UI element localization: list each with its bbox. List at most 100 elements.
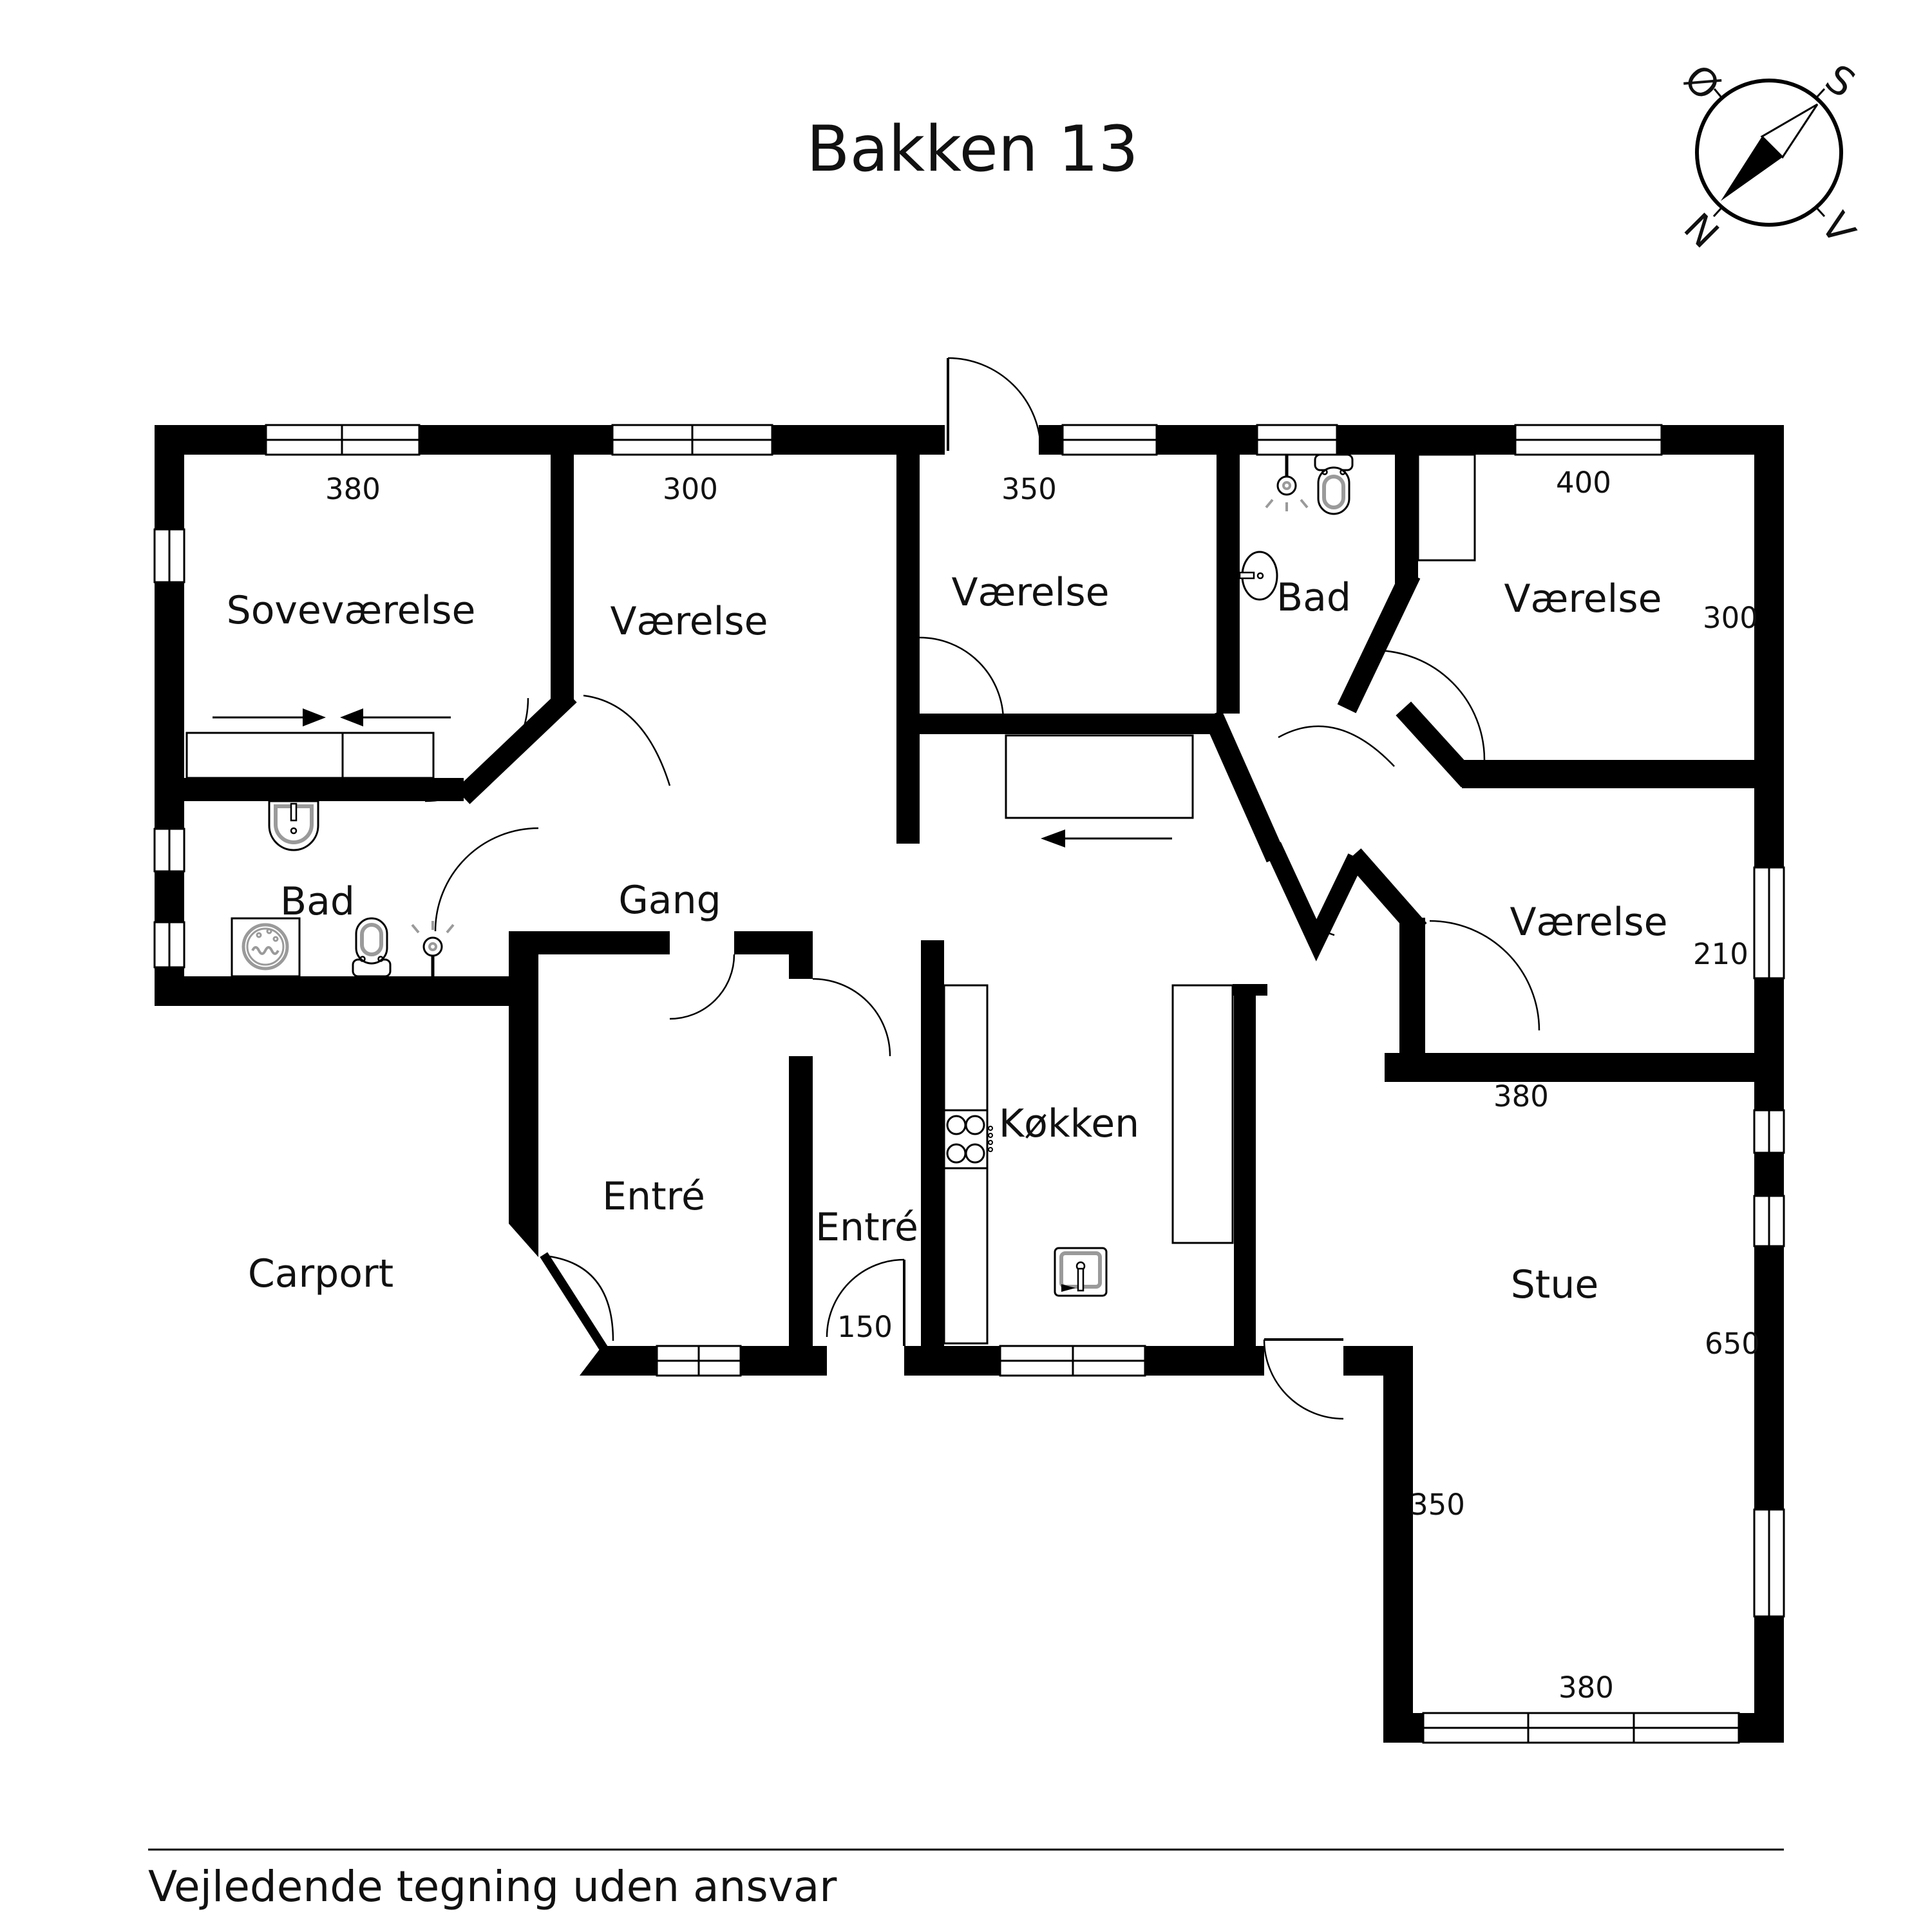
measurement-210-right: 210 bbox=[1693, 937, 1748, 971]
door-arc-icon bbox=[947, 357, 1042, 451]
wall-v350-bad bbox=[1217, 455, 1240, 714]
room-label-vaerelse-e: Værelse bbox=[1510, 900, 1667, 945]
wall-gang-bottom-b bbox=[734, 931, 813, 954]
wardrobe-icon bbox=[1417, 453, 1476, 562]
wall-stue-left bbox=[1383, 1346, 1413, 1743]
fixtures bbox=[185, 453, 1476, 1345]
door-arc-icon bbox=[424, 697, 529, 802]
window-icon bbox=[999, 1345, 1146, 1377]
room-label-entre-m: Entré bbox=[815, 1205, 918, 1250]
door-arc-icon bbox=[812, 978, 891, 1057]
door-arc-icon bbox=[1275, 856, 1335, 936]
window-icon bbox=[153, 528, 185, 583]
door-arc-icon bbox=[540, 1252, 614, 1352]
compass-tick-ne bbox=[1816, 88, 1826, 98]
jamb-hall-south bbox=[1264, 842, 1365, 961]
windows bbox=[153, 424, 1785, 1744]
wall-v350-bottom bbox=[920, 714, 1217, 734]
window-icon bbox=[1514, 424, 1663, 456]
door-arc-icon bbox=[669, 954, 735, 1020]
wall-entre-koekken bbox=[921, 940, 944, 1346]
footer-disclaimer: Vejledende tegning uden ansvar bbox=[148, 1862, 837, 1911]
room-label-carport: Carport bbox=[248, 1251, 393, 1296]
toilet-icon bbox=[352, 917, 392, 978]
measurement-150-door: 150 bbox=[837, 1310, 893, 1344]
window-icon bbox=[1422, 1712, 1740, 1744]
room-label-vaerelse-ne: Værelse bbox=[1504, 576, 1662, 621]
page-title: Bakken 13 bbox=[806, 113, 1139, 186]
window-icon bbox=[153, 921, 185, 969]
room-label-stue: Stue bbox=[1511, 1262, 1599, 1307]
room-label-bad-n: Bad bbox=[1276, 575, 1351, 620]
compass-tick-nw bbox=[1713, 88, 1722, 97]
jamb-entrance-sw bbox=[580, 1346, 602, 1376]
toilet-icon bbox=[1314, 453, 1354, 515]
measurement-380-mid: 380 bbox=[1493, 1079, 1549, 1113]
window-icon bbox=[153, 828, 185, 873]
door-arc-icon bbox=[826, 1258, 905, 1346]
measurement-400-top: 400 bbox=[1556, 466, 1611, 500]
door-arc-icon bbox=[434, 827, 539, 932]
jamb-v210 bbox=[1345, 848, 1427, 937]
jamb-entre-wall-end bbox=[509, 1224, 538, 1257]
window-icon bbox=[265, 424, 421, 456]
window-icon bbox=[611, 424, 773, 456]
window-icon bbox=[1256, 424, 1338, 456]
wall-v400-bottom bbox=[1462, 760, 1754, 788]
room-label-gang: Gang bbox=[618, 878, 721, 923]
shower-icon bbox=[411, 921, 455, 976]
washing-machine-icon bbox=[231, 917, 301, 978]
measurement-labels: 380 300 350 400 300 210 380 650 350 380 … bbox=[325, 466, 1760, 1705]
door-arc-icon bbox=[919, 636, 1005, 722]
sliding-door-arrows-icon bbox=[1041, 829, 1172, 848]
door-openings bbox=[827, 424, 1343, 1377]
front-door-gap bbox=[945, 424, 1039, 456]
room-label-vaerelse-nw: Værelse bbox=[610, 599, 768, 644]
door-arc-icon bbox=[1429, 920, 1540, 1031]
wall-v210-bottom bbox=[1385, 1053, 1754, 1082]
jamb-v400 bbox=[1396, 701, 1477, 788]
wall-sove-v300 bbox=[551, 455, 574, 699]
wall-exterior-left bbox=[155, 425, 184, 1006]
kitchen-counter bbox=[943, 984, 1234, 1345]
wall-v300-v350 bbox=[896, 455, 920, 844]
measurement-380-top: 380 bbox=[325, 472, 381, 506]
measurement-350-stue: 350 bbox=[1410, 1488, 1465, 1522]
sink-icon bbox=[268, 800, 319, 851]
wall-v210-left bbox=[1399, 918, 1425, 1053]
door-arc-icon bbox=[1374, 649, 1486, 761]
doors bbox=[424, 357, 1540, 1420]
measurement-300-top: 300 bbox=[663, 472, 718, 506]
jamb-bad-ne bbox=[1337, 569, 1421, 714]
measurement-650-right: 650 bbox=[1705, 1327, 1760, 1361]
south-door-gap bbox=[827, 1345, 904, 1377]
room-label-sovevaerelse: Soveværelse bbox=[227, 588, 476, 633]
window-icon bbox=[1753, 1195, 1785, 1247]
sliding-door-arrows-icon bbox=[213, 708, 451, 726]
door-arc-icon bbox=[583, 694, 671, 786]
sink-icon bbox=[1238, 551, 1278, 601]
wall-entre-divider-top bbox=[789, 954, 813, 979]
stue-door-gap bbox=[1264, 1345, 1343, 1377]
window-icon bbox=[1753, 1109, 1785, 1154]
wall-entre-divider bbox=[789, 1056, 813, 1346]
wall-bad-v400 bbox=[1395, 455, 1418, 583]
compass-needle-north bbox=[1721, 137, 1783, 201]
wall-entre-west bbox=[509, 931, 538, 1224]
wall-koekken-right bbox=[1234, 996, 1256, 1346]
room-labels: Soveværelse Værelse Værelse Bad Værelse … bbox=[227, 570, 1668, 1307]
room-label-vaerelse-n: Værelse bbox=[951, 570, 1109, 615]
room-label-bad-w: Bad bbox=[280, 879, 355, 924]
compass-needle-south bbox=[1760, 103, 1819, 159]
wall-gang-bottom-a bbox=[509, 931, 670, 954]
measurement-300-right: 300 bbox=[1703, 601, 1758, 635]
measurement-350-top: 350 bbox=[1001, 472, 1057, 506]
measurement-380-stue: 380 bbox=[1558, 1671, 1614, 1705]
compass-tick-se bbox=[1816, 207, 1826, 218]
window-icon bbox=[656, 1345, 742, 1377]
wall-bad-west-bottom bbox=[155, 976, 538, 1006]
room-label-entre-w: Entré bbox=[602, 1174, 705, 1219]
door-arc-icon bbox=[1263, 1338, 1344, 1420]
